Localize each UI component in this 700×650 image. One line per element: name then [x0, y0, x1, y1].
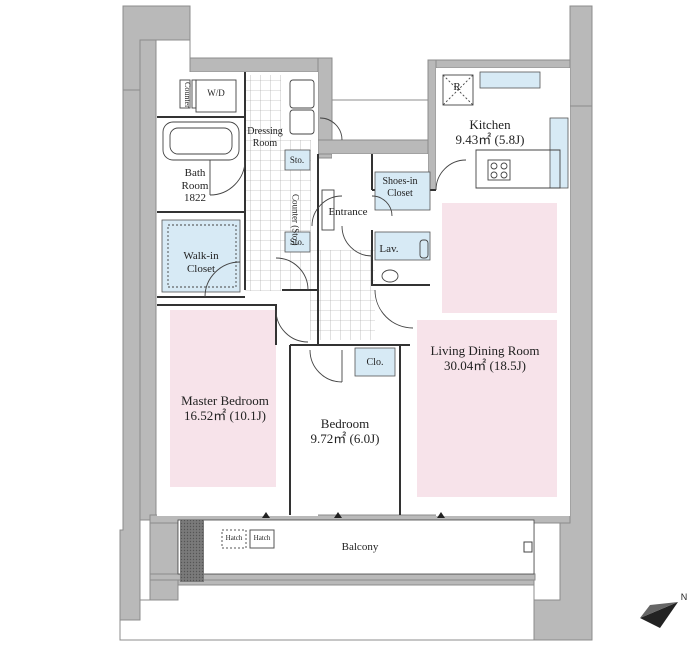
hall-tiles [310, 250, 375, 340]
hatch-label-1: Hatch [225, 534, 243, 542]
hatch-label-2: Hatch [253, 534, 271, 542]
dressing-name-2: Room [252, 137, 278, 149]
counter-label: Counter [183, 82, 193, 108]
shoes-in-closet-label: Shoes-in Closet [374, 176, 426, 199]
bedroom-name: Bedroom [320, 416, 370, 431]
master-bedroom-label: Master Bedroom 16.52㎡ (10.1J) [160, 393, 290, 424]
kitchen-label: Kitchen 9.43㎡ (5.8J) [450, 117, 530, 148]
walk-in-closet-label: Walk-in Closet [172, 250, 230, 275]
shoes-name-1: Shoes-in [382, 176, 418, 187]
washer-dryer-label: W/D [207, 88, 225, 98]
fixture-outlines [162, 74, 561, 288]
compass-icon [640, 590, 680, 630]
bath-room-label: Bath Room 1822 [170, 167, 220, 205]
bath-name-1: Bath [184, 167, 206, 179]
shoes-name-2: Closet [387, 187, 413, 199]
balcony-label: Balcony [341, 541, 379, 553]
lav-label: Lav. [379, 243, 399, 255]
balcony-unit [180, 520, 204, 582]
bedroom-area: 9.72㎡ (6.0J) [310, 430, 380, 446]
closet-label: Clo. [366, 357, 384, 368]
kitchen-area: 9.43㎡ (5.8J) [455, 131, 525, 147]
storage-label-1: Sto. [289, 155, 305, 165]
entrance-label: Entrance [328, 206, 368, 218]
walkin-name-2: Closet [186, 262, 216, 275]
refrigerator-label: R [453, 81, 461, 93]
walkin-name-1: Walk-in [183, 250, 219, 262]
bedroom-label: Bedroom 9.72㎡ (6.0J) [292, 416, 398, 447]
exterior-walls [119, 5, 593, 641]
door-swings [204, 117, 467, 383]
master-bedroom-name: Master Bedroom [181, 393, 269, 408]
hatch-1 [221, 529, 247, 549]
dressing-tiles [245, 75, 281, 291]
master-bedroom-area: 16.52㎡ (10.1J) [184, 407, 266, 423]
living-area: 30.04㎡ (18.5J) [444, 357, 526, 373]
balcony-drain [523, 541, 533, 553]
kitchen-name: Kitchen [469, 117, 511, 132]
storage-label-2: Sto. [289, 237, 305, 247]
dressing-room-label: Dressing Room [246, 126, 284, 149]
bath-name-2: Room [181, 179, 209, 192]
compass-north-label: N [680, 592, 688, 602]
living-name: Living Dining Room [430, 343, 540, 358]
living-label: Living Dining Room 30.04㎡ (18.5J) [415, 343, 555, 374]
balcony-floor [177, 519, 535, 575]
counter-sto-label: Counter (Sto.) [290, 194, 301, 246]
bath-size: 1822 [184, 192, 206, 205]
hatch-2 [249, 529, 275, 549]
fixtures [161, 71, 569, 377]
room-zones [170, 203, 557, 497]
dressing-name-1: Dressing [247, 126, 283, 137]
balcony-markers [262, 512, 445, 518]
